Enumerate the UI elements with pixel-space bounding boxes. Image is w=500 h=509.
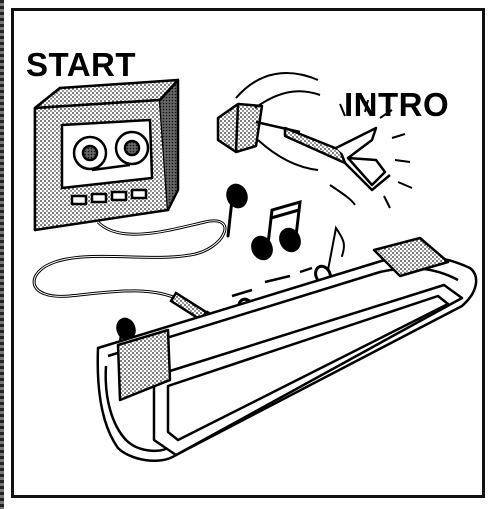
keyboard-icon [98, 238, 476, 461]
intro-label: INTRO [344, 86, 449, 124]
tape-recorder-icon [35, 80, 178, 230]
start-label: START [26, 46, 136, 84]
audio-cable [34, 221, 225, 300]
